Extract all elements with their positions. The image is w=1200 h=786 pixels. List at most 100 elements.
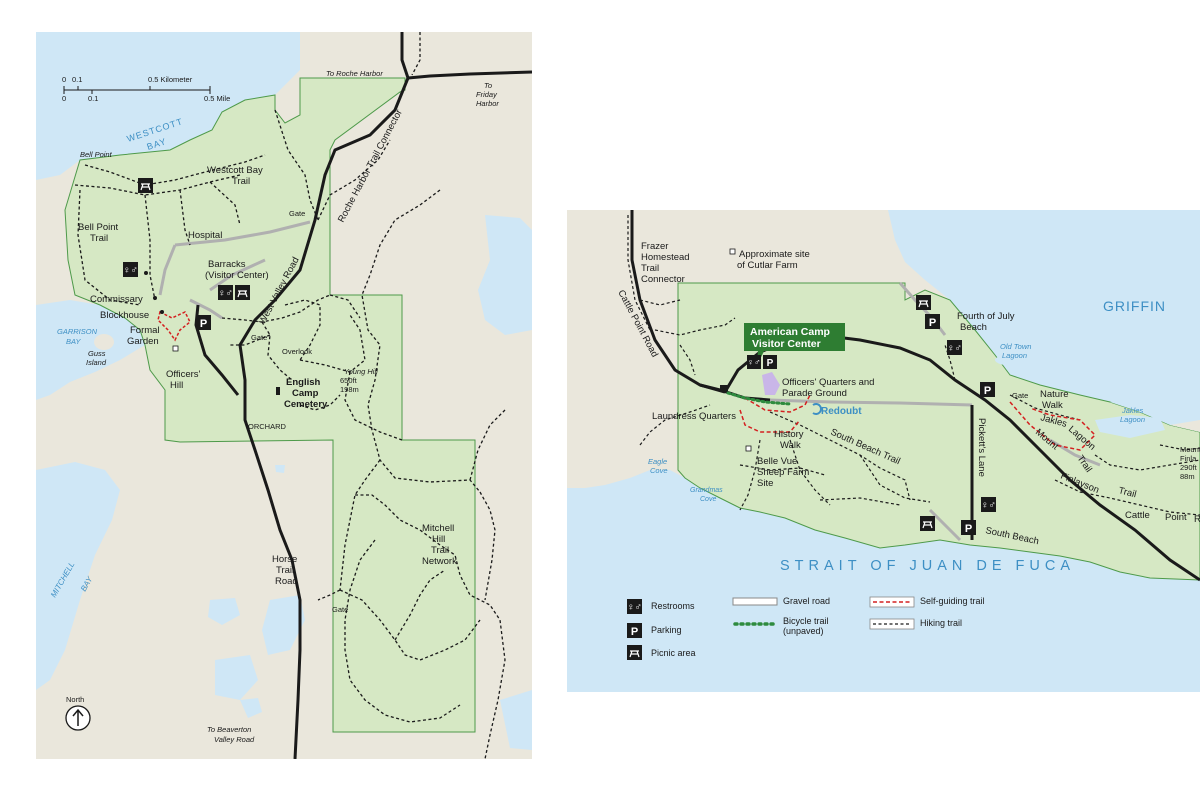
scale-km-01: 0.1 (72, 75, 82, 84)
restroom-icon: ♀♂ (747, 355, 761, 369)
eagle-cove-label-2: Cove (650, 466, 668, 475)
frazer-label-4: Connector (641, 274, 685, 285)
svg-text:P: P (984, 385, 991, 397)
legend-picnic-icon (627, 645, 642, 660)
gate-label-3: Gate (332, 605, 348, 614)
self-guiding-trails (739, 394, 1097, 451)
garrison-bay-water (36, 300, 145, 400)
griffin-bay-inlet (1110, 375, 1200, 432)
svg-text:P: P (631, 626, 638, 638)
overlook-label: Overlook (282, 347, 312, 356)
gate-label: Gate (1012, 391, 1028, 400)
cutlar-label-2: of Cutlar Farm (737, 260, 798, 271)
guss-island-label-2: Island (86, 358, 107, 367)
english-camp-map: 0 0.1 0.5 Kilometer 0 0.1 0.5 Mile ♀♂ ♀♂… (36, 32, 532, 759)
scale-mile-0: 0 (62, 94, 66, 103)
cattle-label: Cattle (1125, 510, 1150, 521)
pond-5 (500, 690, 532, 750)
parking-icon: P (763, 355, 777, 369)
mitchell-hill-network-label-4: Network (422, 556, 457, 567)
svg-text:♀♂: ♀♂ (981, 500, 996, 511)
orchard-label: ORCHARD (248, 422, 287, 431)
barracks-label: Barracks (208, 259, 246, 270)
legend-parking: Parking (651, 625, 682, 635)
horse-trail-road-label-2: Trail (276, 565, 294, 576)
to-friday-label-3: Harbor (476, 99, 499, 108)
formal-garden-self-guiding-trail (157, 310, 191, 342)
legend-gravel-swatch (732, 597, 778, 606)
picnic-icon (916, 295, 931, 310)
old-town-lagoon-label-2: Lagoon (1002, 351, 1027, 360)
formal-garden-label-2: Garden (127, 336, 159, 347)
scale-bar: 0 0.1 0.5 Kilometer 0 0.1 0.5 Mile (62, 75, 230, 103)
fourth-of-july-label-2: Beach (960, 322, 987, 333)
legend-restrooms: Restrooms (651, 601, 695, 611)
officers-quarters-label: Officers' Quarters and (782, 377, 874, 388)
visitor-center-label: American Camp (750, 326, 830, 338)
visitor-center-box: American Camp Visitor Center (744, 323, 845, 368)
svg-text:♀♂: ♀♂ (123, 265, 138, 276)
jakles-lagoon-label: Jakles (1121, 406, 1144, 415)
picnic-icon (920, 516, 935, 531)
parking-icon: P (925, 314, 940, 329)
garrison-bay-label: GARRISON (57, 327, 98, 336)
mitchell-hill-network-label: Mitchell (422, 523, 454, 534)
cutlar-label: Approximate site (739, 249, 810, 260)
gravel-roads (158, 220, 311, 320)
svg-text:P: P (929, 317, 936, 329)
officers-hill-label: Officers' (166, 369, 201, 380)
pond-4 (275, 465, 285, 473)
scale-km-0: 0 (62, 75, 66, 84)
scale-km-05: 0.5 Kilometer (148, 75, 193, 84)
legend-restroom-icon: ♀♂ (627, 599, 642, 614)
svg-text:♀♂: ♀♂ (947, 343, 962, 354)
commissary-marker (153, 296, 157, 300)
barracks-label-2: (Visitor Center) (205, 270, 269, 281)
picnic-icon (235, 285, 250, 300)
parking-icon: P (961, 520, 976, 535)
redoubt-icon (812, 403, 822, 415)
bell-point-trail-label: Bell Point (78, 222, 118, 233)
legend-bicycle: Bicycle trail (783, 616, 829, 626)
guss-island (94, 334, 114, 350)
svg-text:P: P (965, 523, 972, 535)
cutlar-farm-marker (729, 248, 736, 255)
blockhouse-marker (160, 310, 164, 314)
cemetery-marker (276, 387, 280, 395)
laundress-quarters-label: Laundress Quarters (652, 411, 736, 422)
picketts-lane-label: Pickett's Lane (976, 418, 987, 477)
jakles-lagoon (1095, 415, 1165, 438)
westcott-bay-trail-label-2: Trail (232, 176, 250, 187)
to-friday-label: To (484, 81, 492, 90)
old-town-lagoon-label: Old Town (1000, 342, 1031, 351)
restroom-icon: ♀♂ (123, 262, 138, 277)
english-camp-cemetery-label-3: Cemetery (284, 399, 328, 410)
old-town-lagoon (995, 354, 1035, 366)
scale-mile-05: 0.5 Mile (204, 94, 230, 103)
officers-hill-marker (172, 345, 179, 352)
laundress-marker (720, 385, 728, 391)
belle-vue-marker (745, 445, 752, 452)
restroom-icon: ♀♂ (218, 285, 233, 300)
restroom-icon: ♀♂ (981, 497, 996, 512)
frazer-label-2: Homestead (641, 252, 690, 263)
to-beaverton-label: To Beaverton (207, 725, 251, 734)
guss-island-label: Guss (88, 349, 106, 358)
restroom-icon: ♀♂ (947, 340, 962, 355)
gate-label-1: Gate (289, 209, 305, 218)
bell-point-label: Bell Point (80, 150, 113, 159)
officers-quarters-label-2: Parade Ground (782, 388, 847, 399)
garrison-bay-label-2: BAY (66, 337, 81, 346)
officers-hill-label-2: Hill (170, 380, 183, 391)
hospital-marker (144, 271, 148, 275)
belle-vue-label: Belle Vue (757, 456, 797, 467)
mitchell-bay-water (36, 462, 120, 690)
to-friday-label-2: Friday (476, 90, 498, 99)
belle-vue-label-3: Site (757, 478, 773, 489)
griffin-bay-label: GRIFFIN (1103, 298, 1166, 314)
commissary-label: Commissary (90, 294, 143, 305)
young-hill-label-2: 650ft (340, 376, 358, 385)
english-camp-cemetery-label: English (286, 377, 321, 388)
young-hill-label-3: 198m (340, 385, 359, 394)
